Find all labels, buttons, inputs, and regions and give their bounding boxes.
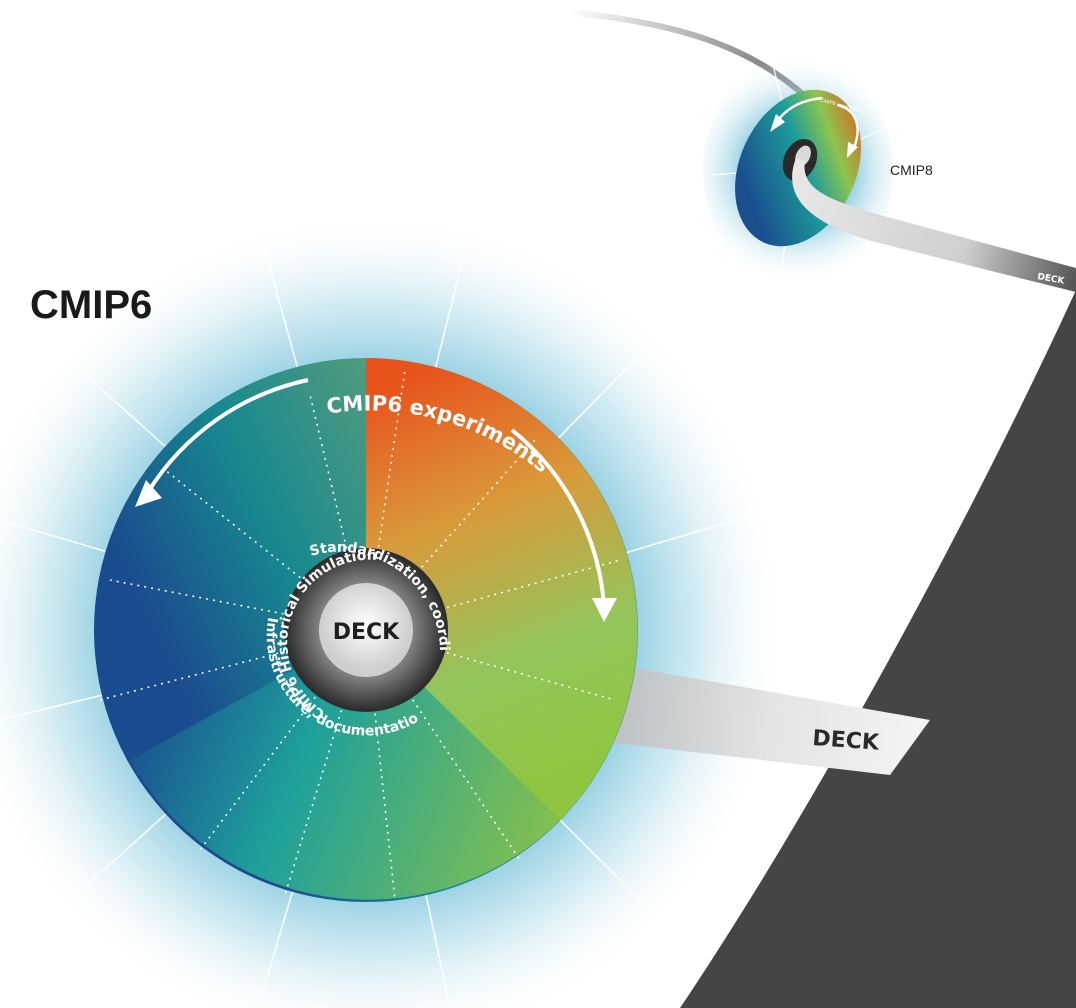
small-deck-label: DECK xyxy=(1036,272,1066,287)
core-center xyxy=(319,583,413,677)
core-label: DECK xyxy=(333,620,400,645)
dark-band xyxy=(680,290,1076,1008)
small-arrowhead-left xyxy=(770,114,785,132)
arrowhead-left xyxy=(135,480,162,507)
small-deck-beam xyxy=(792,158,1076,292)
main-title: CMIP6 xyxy=(30,283,152,327)
arrowhead-right xyxy=(592,598,617,622)
deck-beam xyxy=(590,660,930,775)
small-arrows xyxy=(777,96,859,151)
experiments-arrow xyxy=(146,378,606,606)
small-arrowhead-right xyxy=(847,142,858,158)
deck-beam-label: DECK xyxy=(812,726,881,756)
future-title: CMIP8 xyxy=(890,162,933,178)
